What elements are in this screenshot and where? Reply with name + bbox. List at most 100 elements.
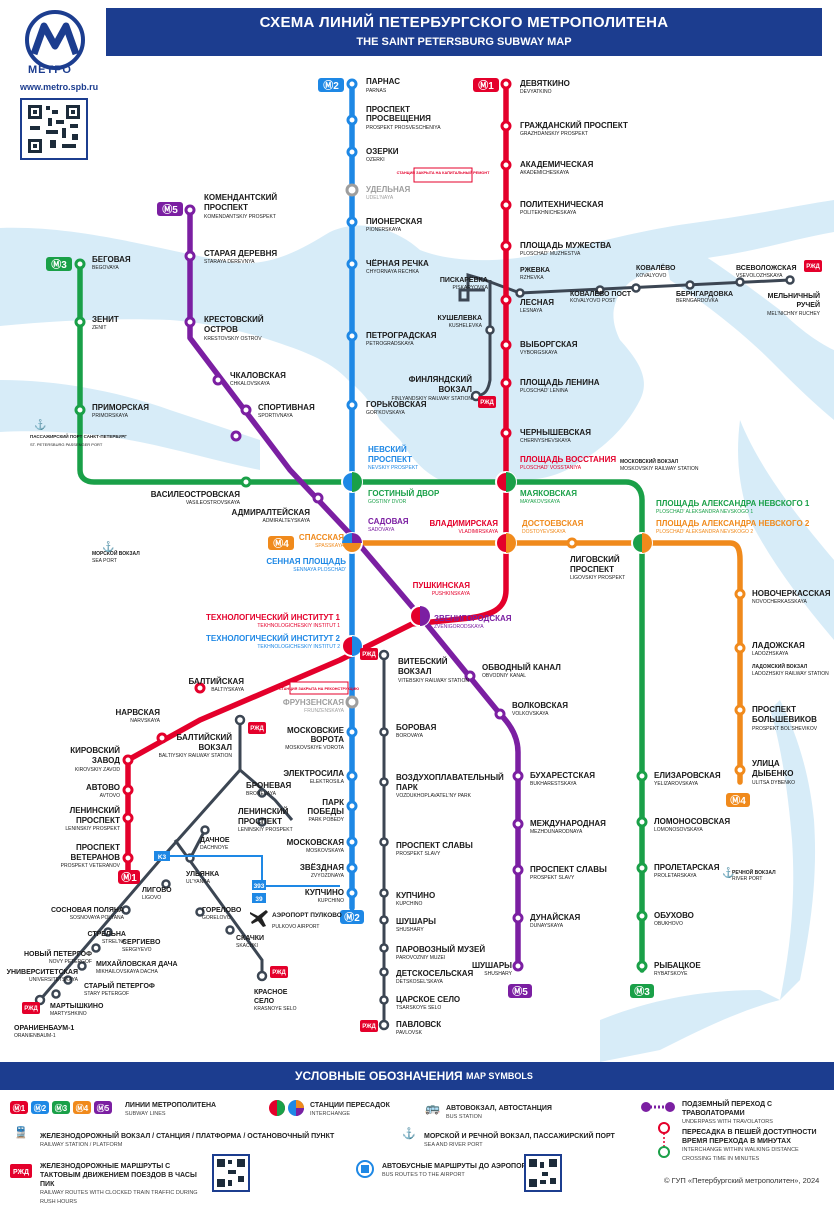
station-label-en: SERGIYEVO — [122, 947, 152, 953]
station-label: ВОКЗАЛ — [199, 743, 233, 752]
subway-map: Ⓜ2 Ⓜ1 Ⓜ5 Ⓜ3 Ⓜ4 Ⓜ1 Ⓜ2 Ⓜ5 Ⓜ3 Ⓜ4 РЖД РЖД РЖ… — [0, 77, 834, 1062]
bus-icon: 🚌 — [425, 1101, 440, 1115]
station-label-en: BOROVAYA — [396, 733, 424, 739]
line-1-path — [125, 81, 509, 875]
line-5-stations — [184, 204, 524, 972]
station-label-en: GOSTINY DVOR — [368, 499, 407, 505]
line-4-path — [349, 540, 743, 785]
station-label-en: FINLYANDSKIY RAILWAY STATION — [392, 396, 473, 402]
station-label: ПАВЛОВСК — [396, 1020, 441, 1029]
sea-port-label: МОРСКОЙ ВОКЗАЛ — [92, 549, 140, 557]
station-label-en: CHYORNAYA RECHKA — [366, 269, 420, 275]
copyright: © ГУП «Петербургский метрополитен», 2024 — [664, 1176, 820, 1185]
qr-code-icon[interactable] — [524, 1154, 562, 1192]
station-label: ПРОСПЕКТ — [204, 203, 248, 212]
station-label-en: STREL'NA — [102, 939, 127, 945]
station-label: СТРЕЛЬНА — [87, 931, 126, 938]
station-label: ДЫБЕНКО — [752, 769, 794, 778]
interchange-nevskogo — [631, 532, 653, 554]
station-label: УДЕЛЬНАЯ — [366, 185, 411, 194]
legend-banner: УСЛОВНЫЕ ОБОЗНАЧЕНИЯ MAP SYMBOLS — [0, 1062, 834, 1090]
airport-label: АЭРОПОРТ ПУЛКОВО — [272, 912, 342, 919]
station-label-en: NOVOCHERKASSKAYA — [752, 599, 807, 605]
station-label: ЛИГОВО — [142, 887, 172, 894]
railway-lines — [38, 272, 791, 1025]
station-label: ДЕТСКОСЕЛЬСКАЯ — [396, 969, 474, 978]
legend: УСЛОВНЫЕ ОБОЗНАЧЕНИЯ MAP SYMBOLS Ⓜ1 Ⓜ2 Ⓜ… — [0, 1062, 834, 1205]
station-label-en: ZVENIGORODSKAYA — [434, 624, 484, 630]
rzd-icon: РЖД — [806, 264, 820, 270]
station-label: ГРАЖДАНСКИЙ ПРОСПЕКТ — [520, 121, 628, 130]
interchange-nevsky — [341, 471, 363, 493]
station-label-en: PLOSCHAD' ALEKSANDRA NEVSKOGO 2 — [656, 529, 753, 535]
station-label: ЗВЁЗДНАЯ — [300, 863, 344, 872]
river-port-en: RIVER PORT — [732, 876, 762, 882]
station-label: СЕЛО — [254, 998, 275, 1005]
airport-en: PULKOVO AIRPORT — [272, 924, 319, 930]
station-label-en: PROSPEKT SLAVY — [396, 851, 441, 857]
line-2-stations — [345, 78, 359, 899]
rzd-icon: РЖД — [480, 400, 494, 406]
station-label: ОБВОДНЫЙ КАНАЛ — [482, 663, 561, 672]
badge-line-3-top: Ⓜ3 — [51, 258, 67, 271]
station-label-en: POLITEKHNICHESKAYA — [520, 210, 577, 216]
website-link[interactable]: www.metro.spb.ru — [20, 82, 99, 92]
station-label: ПИСКАРЁВКА — [440, 276, 488, 284]
interchange-legend-icon — [269, 1100, 304, 1116]
airplane-icon — [250, 910, 268, 927]
station-label-en: MAYAKOVSKAYA — [520, 499, 561, 505]
station-label: ТЕХНОЛОГИЧЕСКИЙ ИНСТИТУТ 1 — [206, 613, 341, 622]
station-label: ОБУХОВО — [654, 911, 694, 920]
qr-code-icon[interactable] — [212, 1154, 250, 1192]
station-label-en: CHERNYSHEVSKAYA — [520, 438, 571, 444]
station-label-en: KOVALYOVO POST — [570, 298, 615, 304]
station-label-en: KUPCHINO — [396, 901, 423, 907]
logo-wordmark: МЕТРО — [28, 64, 72, 76]
station-label-en: OZERKI — [366, 157, 385, 163]
station-label-en: PLOSCHAD' VOSSTANIYA — [520, 465, 582, 471]
anchor-icon: ⚓ — [102, 540, 114, 553]
station-label-en: ULITSA DYBENKO — [752, 780, 795, 786]
station-label-en: BALTIYSKIY RAILWAY STATION — [159, 753, 233, 759]
station-label: СТАРАЯ ДЕРЕВНЯ — [204, 249, 277, 258]
badge-line-1-top: Ⓜ1 — [478, 79, 494, 92]
station-label: ШУШАРЫ — [472, 961, 512, 970]
station-label: МАРТЫШКИНО — [50, 1003, 104, 1010]
passenger-port-en: ST. PETERSBURG PASSENGER PORT — [30, 442, 103, 447]
station-label: ПРОСПЕКТ — [76, 843, 120, 852]
station-label: ВИТЕБСКИЙ — [398, 657, 448, 666]
station-label-en: TEKHNOLOGICHESKIY INSTITUT 1 — [257, 623, 340, 629]
station-label-en: SPASSKAYA — [315, 543, 345, 549]
station-label-en: BEGOVAYA — [92, 265, 119, 271]
interchange-pushkinskaya — [409, 605, 431, 627]
station-label: ЛАДОЖСКАЯ — [752, 641, 805, 650]
station-label-en: PRIMORSKAYA — [92, 413, 129, 419]
station-label: СПОРТИВНАЯ — [258, 403, 315, 412]
station-label: АВТОВО — [86, 783, 120, 792]
station-label: МЕЛЬНИЧНЫЙ — [768, 291, 820, 300]
interchange-sennaya — [341, 532, 363, 554]
station-label-en: BERNGARDOVKA — [676, 298, 719, 304]
station-label-en: GOR'KOVSKAYA — [366, 410, 406, 416]
station-label: ВОКЗАЛ — [439, 385, 473, 394]
station-label-en: FRUNZENSKAYA — [304, 708, 344, 714]
station-label-en: KIROVSKIY ZAVOD — [75, 767, 120, 773]
line-badges: Ⓜ2 Ⓜ1 Ⓜ5 Ⓜ3 Ⓜ4 Ⓜ1 Ⓜ2 Ⓜ5 Ⓜ3 Ⓜ4 — [46, 78, 750, 998]
qr-code-icon[interactable] — [20, 98, 88, 160]
station-label: ЛЕНИНСКИЙ — [70, 806, 121, 815]
ladozhsky-vokzal-en: LADOZHSKIY RAILWAY STATION — [752, 671, 829, 677]
station-label-en: PLOSCHAD' LENINA — [520, 388, 569, 394]
station-label: ПЛОЩАДЬ АЛЕКСАНДРА НЕВСКОГО 1 — [656, 499, 810, 508]
station-label: ЗАВОД — [92, 756, 120, 765]
station-label: ПАРК — [322, 798, 344, 807]
station-label: УЛИЦА — [752, 759, 780, 768]
station-label: РУЧЕЙ — [796, 300, 820, 309]
station-label: ЧКАЛОВСКАЯ — [230, 371, 286, 380]
station-label: ПРОСПЕКТ — [366, 105, 410, 114]
airport-bus: 393 39 K3 — [154, 851, 340, 927]
station-label: ВАСИЛЕОСТРОВСКАЯ — [151, 490, 240, 499]
closure-notes: СТАНЦИЯ ЗАКРЫТА НА КАПИТАЛЬНЫЙ РЕМОНТ СТ… — [279, 167, 490, 695]
station-label: УНИВЕРСИТЕТСКАЯ — [7, 969, 78, 976]
station-label-en: PETROGRADSKAYA — [366, 341, 414, 347]
station-label-en: ELEKTROSILA — [310, 779, 345, 785]
